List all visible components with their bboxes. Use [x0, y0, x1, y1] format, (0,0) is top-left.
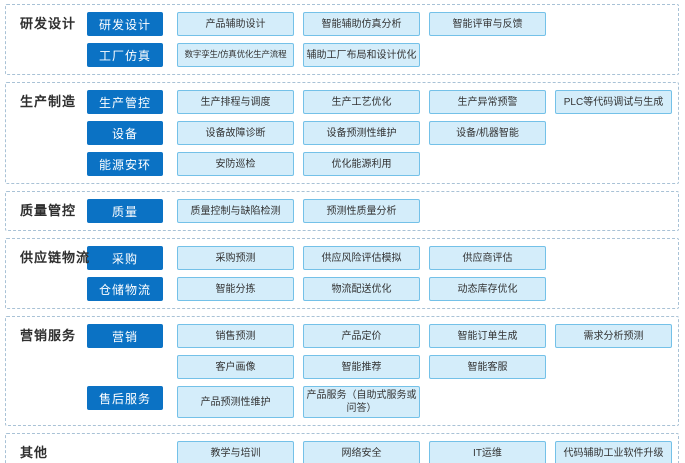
item-box: 安防巡检 [177, 152, 294, 176]
section-rows: 质量质量控制与缺陷检测预测性质量分析 [6, 199, 672, 223]
item-box: 设备/机器智能 [429, 121, 546, 145]
item-box: 产品服务（自助式服务或问答） [303, 386, 420, 418]
item-box: 智能分拣 [177, 277, 294, 301]
capability-row: 能源安环安防巡检优化能源利用 [87, 152, 672, 176]
item-box: 预测性质量分析 [303, 199, 420, 223]
capability-row: 工厂仿真数字孪生/仿真优化生产流程辅助工厂布局和设计优化 [87, 43, 672, 67]
item-box: 教学与培训 [177, 441, 294, 463]
item-box: 需求分析预测 [555, 324, 672, 348]
item-box: 设备预测性维护 [303, 121, 420, 145]
item-box: 智能推荐 [303, 355, 420, 379]
item-box: 质量控制与缺陷检测 [177, 199, 294, 223]
item-list: 设备故障诊断设备预测性维护设备/机器智能 [177, 121, 546, 145]
subcategory-chip: 生产管控 [87, 90, 163, 114]
item-list: 生产排程与调度生产工艺优化生产异常预警 PLC等代码调试与生成 [177, 90, 672, 114]
capability-row: 营销销售预测产品定价智能订单生成需求分析预测 [87, 324, 672, 348]
item-box: 产品预测性维护 [177, 386, 294, 418]
subcategory-chip: 营销 [87, 324, 163, 348]
item-list: 智能分拣物流配送优化动态库存优化 [177, 277, 546, 301]
item-box: 辅助工厂布局和设计优化 [303, 43, 420, 67]
capability-row: 研发设计产品辅助设计智能辅助仿真分析智能评审与反馈 [87, 12, 672, 36]
subcategory-chip: 工厂仿真 [87, 43, 163, 67]
capability-row: 生产管控生产排程与调度生产工艺优化生产异常预警 PLC等代码调试与生成 [87, 90, 672, 114]
subcategory-chip: 售后服务 [87, 386, 163, 410]
item-list: 采购预测供应风险评估模拟供应商评估 [177, 246, 546, 270]
section-rows: 营销销售预测产品定价智能订单生成需求分析预测客户画像智能推荐智能客服售后服务产品… [6, 324, 672, 418]
subcategory-chip: 质量 [87, 199, 163, 223]
item-list: 安防巡检优化能源利用 [177, 152, 420, 176]
item-box: PLC等代码调试与生成 [555, 90, 672, 114]
item-box: 设备故障诊断 [177, 121, 294, 145]
item-box: 物流配送优化 [303, 277, 420, 301]
item-box: 销售预测 [177, 324, 294, 348]
item-box: IT运维 [429, 441, 546, 463]
item-box: 生产排程与调度 [177, 90, 294, 114]
section-rows: 生产管控生产排程与调度生产工艺优化生产异常预警 PLC等代码调试与生成设备设备故障… [6, 90, 672, 176]
section-rows: 研发设计产品辅助设计智能辅助仿真分析智能评审与反馈工厂仿真数字孪生/仿真优化生产… [6, 12, 672, 67]
item-box: 生产工艺优化 [303, 90, 420, 114]
item-list: 产品辅助设计智能辅助仿真分析智能评审与反馈 [177, 12, 546, 36]
capability-row: 教学与培训网络安全 IT运维代码辅助工业软件升级 [87, 441, 672, 463]
item-list: 销售预测产品定价智能订单生成需求分析预测 [177, 324, 672, 348]
item-list: 质量控制与缺陷检测预测性质量分析 [177, 199, 420, 223]
section: 营销服务营销销售预测产品定价智能订单生成需求分析预测客户画像智能推荐智能客服售后… [5, 316, 679, 426]
subcategory-chip: 仓储物流 [87, 277, 163, 301]
capability-row: 客户画像智能推荐智能客服 [87, 355, 672, 379]
item-box: 网络安全 [303, 441, 420, 463]
item-box: 产品辅助设计 [177, 12, 294, 36]
item-list: 产品预测性维护产品服务（自助式服务或问答） [177, 386, 420, 418]
item-list: 数字孪生/仿真优化生产流程辅助工厂布局和设计优化 [177, 43, 420, 67]
item-box: 供应风险评估模拟 [303, 246, 420, 270]
section-label: 其他 [20, 445, 49, 460]
section: 供应链物流采购采购预测供应风险评估模拟供应商评估仓储物流智能分拣物流配送优化动态… [5, 238, 679, 309]
section: 质量管控质量质量控制与缺陷检测预测性质量分析 [5, 191, 679, 231]
item-box: 数字孪生/仿真优化生产流程 [177, 43, 294, 67]
item-box: 动态库存优化 [429, 277, 546, 301]
capability-row: 采购采购预测供应风险评估模拟供应商评估 [87, 246, 672, 270]
item-box: 智能订单生成 [429, 324, 546, 348]
item-box: 客户画像 [177, 355, 294, 379]
item-box: 优化能源利用 [303, 152, 420, 176]
subcategory-chip: 采购 [87, 246, 163, 270]
item-box: 智能评审与反馈 [429, 12, 546, 36]
section: 研发设计研发设计产品辅助设计智能辅助仿真分析智能评审与反馈工厂仿真数字孪生/仿真… [5, 4, 679, 75]
section-label: 质量管控 [20, 203, 77, 218]
capability-row: 设备设备故障诊断设备预测性维护设备/机器智能 [87, 121, 672, 145]
section: 其他 教学与培训网络安全 IT运维代码辅助工业软件升级 [5, 433, 679, 463]
section-label: 生产制造 [20, 94, 77, 109]
item-box: 采购预测 [177, 246, 294, 270]
item-box: 智能客服 [429, 355, 546, 379]
item-box: 产品定价 [303, 324, 420, 348]
item-list: 客户画像智能推荐智能客服 [177, 355, 546, 379]
subcategory-chip: 设备 [87, 121, 163, 145]
capability-row: 售后服务产品预测性维护产品服务（自助式服务或问答） [87, 386, 672, 418]
section-label: 供应链物流 [20, 250, 91, 265]
subcategory-chip: 能源安环 [87, 152, 163, 176]
subcategory-chip: 研发设计 [87, 12, 163, 36]
section-rows: 教学与培训网络安全 IT运维代码辅助工业软件升级 [6, 441, 672, 463]
item-box: 智能辅助仿真分析 [303, 12, 420, 36]
capability-row: 仓储物流智能分拣物流配送优化动态库存优化 [87, 277, 672, 301]
capability-row: 质量质量控制与缺陷检测预测性质量分析 [87, 199, 672, 223]
item-list: 教学与培训网络安全 IT运维代码辅助工业软件升级 [177, 441, 672, 463]
section-label: 营销服务 [20, 328, 77, 343]
item-box: 供应商评估 [429, 246, 546, 270]
item-box: 生产异常预警 [429, 90, 546, 114]
item-box: 代码辅助工业软件升级 [555, 441, 672, 463]
section-rows: 采购采购预测供应风险评估模拟供应商评估仓储物流智能分拣物流配送优化动态库存优化 [6, 246, 672, 301]
section-label: 研发设计 [20, 16, 77, 31]
